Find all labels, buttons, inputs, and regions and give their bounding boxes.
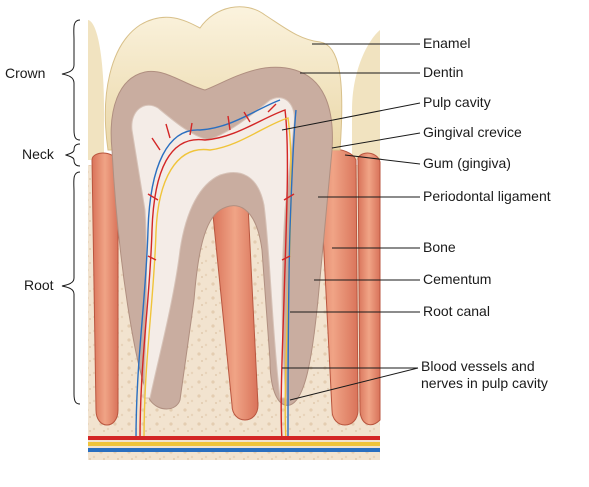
label-neck: Neck (22, 146, 54, 162)
label-pulp-cavity: Pulp cavity (423, 94, 491, 110)
left-neighbour-tooth (88, 20, 104, 160)
label-gum: Gum (gingiva) (423, 155, 511, 171)
label-root: Root (24, 277, 54, 293)
leader-lines (281, 43, 421, 401)
right-neighbour-tooth (352, 30, 380, 160)
pulp-cavity-shape (131, 97, 295, 399)
label-crown: Crown (5, 65, 46, 81)
label-dentin: Dentin (423, 64, 464, 80)
far-right-gum (357, 152, 381, 426)
label-gingival-crevice: Gingival crevice (423, 124, 522, 140)
label-periodontal-ligament: Periodontal ligament (423, 188, 551, 204)
label-root-canal: Root canal (423, 303, 490, 319)
label-bone: Bone (423, 239, 456, 255)
base-vessel-channel (88, 436, 380, 452)
label-cementum: Cementum (423, 271, 492, 287)
left-gum (91, 152, 119, 426)
region-brackets (61, 19, 81, 405)
label-blood-vessels: Blood vessels and nerves in pulp cavity (421, 358, 548, 391)
blood-vessels-and-nerves (135, 99, 297, 441)
label-enamel: Enamel (423, 35, 471, 51)
